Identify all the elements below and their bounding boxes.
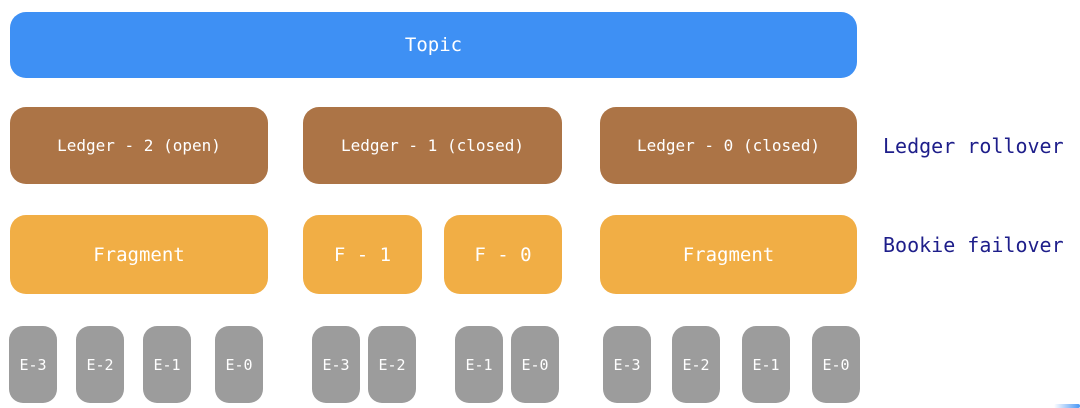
ledger-1-closed-box: Ledger - 1 (closed) xyxy=(303,107,562,184)
entry-box-g3-e0: E-0 xyxy=(812,326,860,403)
ledger-2-open-box: Ledger - 2 (open) xyxy=(10,107,268,184)
ledger-0-closed-box: Ledger - 0 (closed) xyxy=(600,107,857,184)
ledger-rollover-label: Ledger rollover xyxy=(883,134,1064,158)
entry-box-g2-e0: E-0 xyxy=(511,326,559,403)
entry-box-g3-e1: E-1 xyxy=(742,326,790,403)
entry-box-g3-e3: E-3 xyxy=(603,326,651,403)
fragment-box-ledger0: Fragment xyxy=(600,215,857,294)
topic-box: Topic xyxy=(10,12,857,78)
entry-box-g2-e2: E-2 xyxy=(368,326,416,403)
entry-box-g1-e3: E-3 xyxy=(9,326,57,403)
bookie-failover-label: Bookie failover xyxy=(883,233,1064,257)
entry-box-g3-e2: E-2 xyxy=(672,326,720,403)
decorative-corner-sliver xyxy=(1054,404,1080,408)
entry-box-g1-e2: E-2 xyxy=(76,326,124,403)
fragment-box-ledger2: Fragment xyxy=(10,215,268,294)
entry-box-g2-e1: E-1 xyxy=(455,326,503,403)
entry-box-g2-e3: E-3 xyxy=(312,326,360,403)
fragment-0-box: F - 0 xyxy=(444,215,562,294)
entry-box-g1-e0: E-0 xyxy=(215,326,263,403)
fragment-1-box: F - 1 xyxy=(303,215,422,294)
entry-box-g1-e1: E-1 xyxy=(143,326,191,403)
